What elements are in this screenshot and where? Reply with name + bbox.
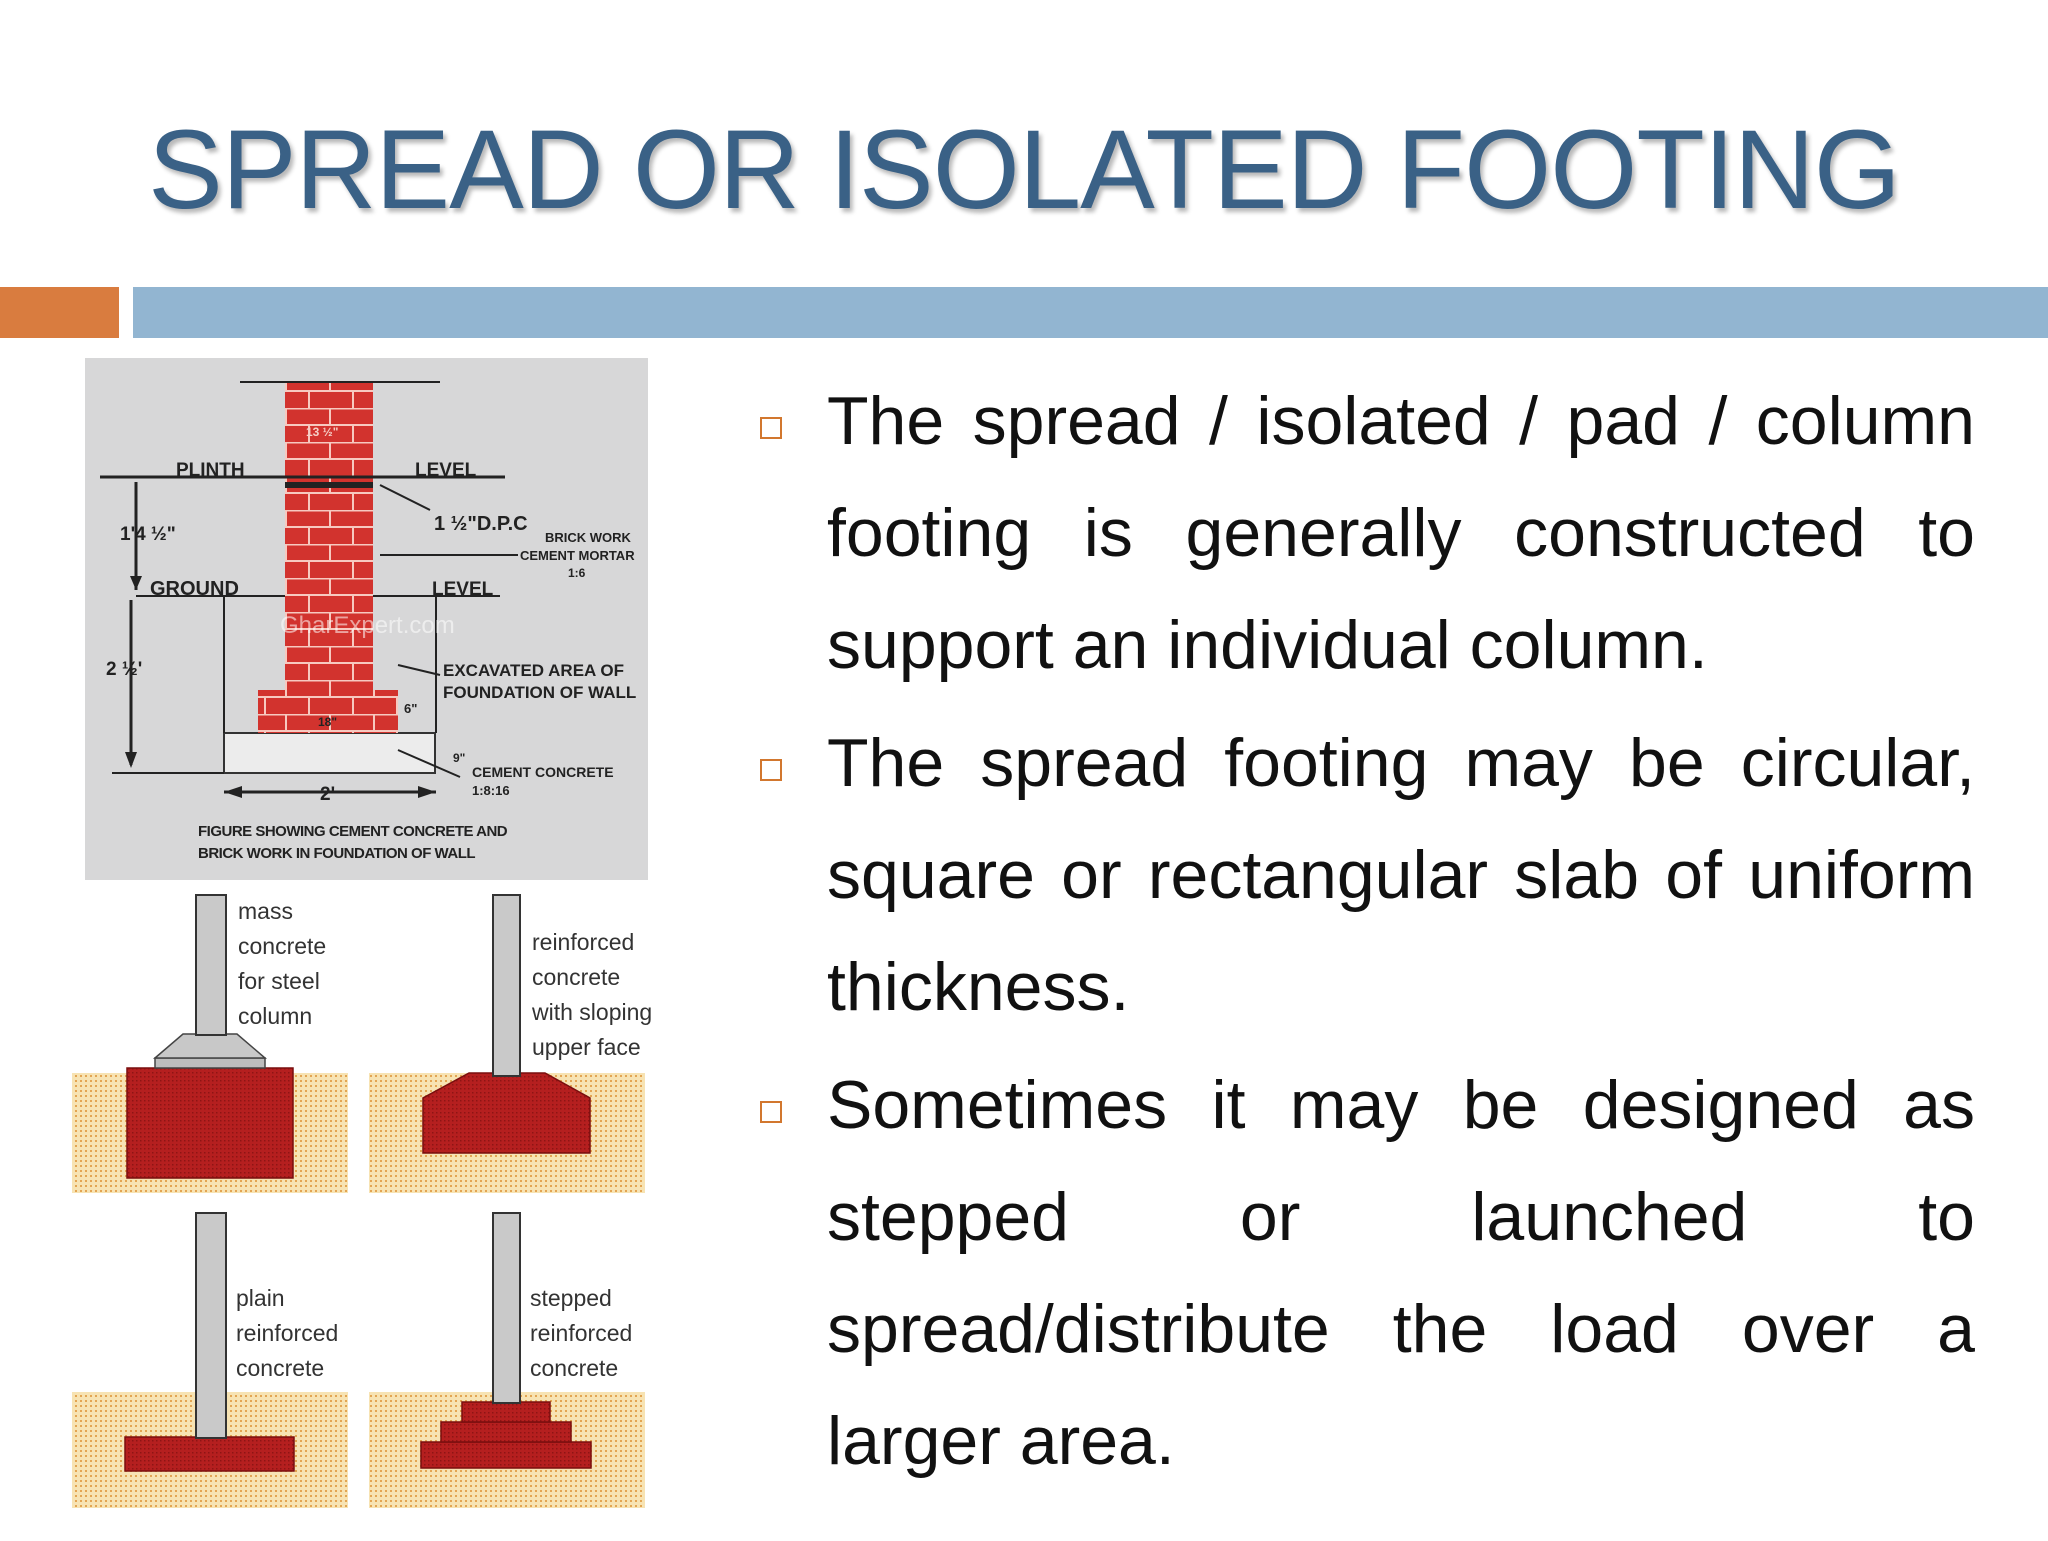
label-cement-concrete: CEMENT CONCRETE bbox=[472, 764, 614, 780]
brick-wall bbox=[285, 382, 373, 690]
wall-foundation-figure: PLINTH LEVEL 1'4 ½" 1 ½"D.P.C BRICK WORK… bbox=[85, 358, 648, 880]
caption-line-1: FIGURE SHOWING CEMENT CONCRETE AND bbox=[198, 823, 508, 840]
footing-illustrations: PLINTH LEVEL 1'4 ½" 1 ½"D.P.C BRICK WORK… bbox=[0, 340, 700, 1536]
label-cement-mortar: CEMENT MORTAR bbox=[520, 548, 635, 563]
plain-label-2: reinforced bbox=[236, 1320, 338, 1346]
bullet-item: The spread footing may be circular, squa… bbox=[755, 707, 1975, 1043]
label-eighteen-inch: 18" bbox=[318, 715, 337, 729]
plain-label-3: concrete bbox=[236, 1355, 324, 1381]
label-plinth-height: 1'4 ½" bbox=[120, 524, 176, 545]
label-excavated-1: EXCAVATED AREA OF bbox=[443, 661, 624, 680]
square-bullet-icon bbox=[760, 1101, 782, 1123]
sloping-label-2: concrete bbox=[532, 964, 620, 990]
mass-label-1: mass bbox=[238, 898, 293, 924]
mass-label-2: concrete bbox=[238, 933, 326, 959]
sloping-label-4: upper face bbox=[532, 1034, 641, 1060]
footing-diagram: PLINTH LEVEL 1'4 ½" 1 ½"D.P.C BRICK WORK… bbox=[72, 358, 652, 1508]
label-cement-ratio: 1:8:16 bbox=[472, 783, 510, 798]
label-mortar-ratio: 1:6 bbox=[568, 566, 586, 580]
bullet-item: Sometimes it may be designed as stepped … bbox=[755, 1049, 1975, 1497]
title-underline-bar bbox=[133, 287, 2048, 338]
mass-concrete-footing-figure: mass concrete for steel column bbox=[72, 894, 348, 1193]
label-ground: GROUND bbox=[150, 578, 239, 600]
label-wall-width: 13 ½" bbox=[306, 425, 338, 439]
stepped-label-1: stepped bbox=[530, 1285, 612, 1311]
label-six-inch: 6" bbox=[404, 701, 417, 716]
caption-line-2: BRICK WORK IN FOUNDATION OF WALL bbox=[198, 845, 475, 862]
stepped-label-2: reinforced bbox=[530, 1320, 632, 1346]
bullet-item: The spread / isolated / pad / column foo… bbox=[755, 365, 1975, 701]
label-plinth: PLINTH bbox=[176, 460, 245, 481]
brick-footing-step bbox=[258, 690, 398, 733]
label-dpc: 1 ½"D.P.C bbox=[434, 513, 528, 535]
watermark: GharExpert.com bbox=[280, 612, 455, 639]
bullet-text: The spread / isolated / pad / column foo… bbox=[827, 383, 1975, 683]
plain-footing-figure: plain reinforced concrete bbox=[72, 1212, 348, 1508]
stepped-footing-figure: stepped reinforced concrete bbox=[369, 1212, 645, 1508]
accent-bar bbox=[0, 287, 119, 338]
label-base-width: 2' bbox=[320, 784, 335, 805]
label-brick-work: BRICK WORK bbox=[545, 530, 632, 545]
sloping-label-1: reinforced bbox=[532, 929, 634, 955]
sloping-label-3: with sloping bbox=[531, 999, 652, 1025]
label-excavated-2: FOUNDATION OF WALL bbox=[443, 683, 636, 702]
stepped-label-3: concrete bbox=[530, 1355, 618, 1381]
bullet-list: The spread / isolated / pad / column foo… bbox=[755, 365, 1975, 1503]
mass-label-4: column bbox=[238, 1003, 312, 1029]
bullet-text: The spread footing may be circular, squa… bbox=[827, 725, 1975, 1025]
label-nine-inch: 9" bbox=[453, 751, 465, 765]
square-bullet-icon bbox=[760, 417, 782, 439]
label-level-top: LEVEL bbox=[415, 460, 477, 481]
mass-label-3: for steel bbox=[238, 968, 320, 994]
square-bullet-icon bbox=[760, 759, 782, 781]
label-level-ground: LEVEL bbox=[432, 579, 494, 600]
sloping-footing-figure: reinforced concrete with sloping upper f… bbox=[369, 894, 652, 1193]
slide-title: SPREAD OR ISOLATED FOOTING bbox=[148, 107, 1901, 232]
label-depth: 2 ½' bbox=[106, 659, 142, 680]
bullet-text: Sometimes it may be designed as stepped … bbox=[827, 1067, 1975, 1479]
plain-label-1: plain bbox=[236, 1285, 285, 1311]
